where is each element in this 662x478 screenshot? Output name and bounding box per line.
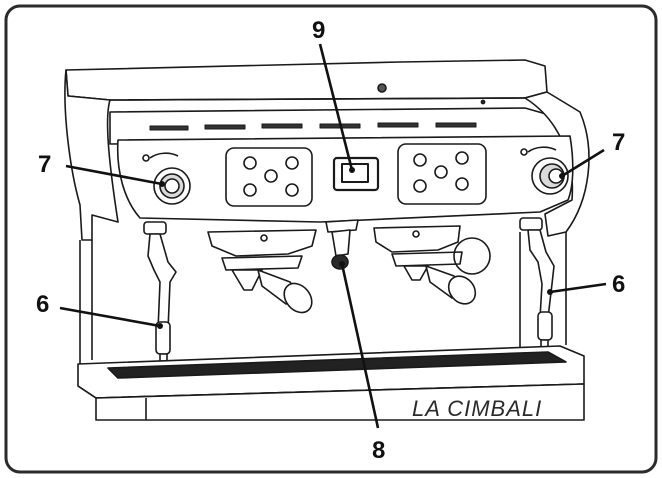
group-screw-left [260, 234, 268, 242]
gauge-ring [453, 237, 491, 275]
group-head-right [373, 225, 461, 253]
leader-arrowhead [159, 181, 165, 187]
drip-grid [107, 351, 567, 379]
leader-arrowhead [547, 289, 553, 295]
leader-arrowhead [339, 261, 345, 267]
keypad-right [413, 151, 469, 193]
callout-label-steam-wand-right: 6 [612, 271, 625, 298]
keypad-left [243, 156, 299, 197]
steam-wand-left [143, 221, 177, 371]
hot-water-nozzle [325, 219, 359, 270]
base-cabinet [95, 383, 585, 421]
keypad-button [243, 183, 257, 197]
side-panel-right [524, 91, 590, 237]
back-screw [377, 83, 387, 93]
leader-line [549, 282, 607, 294]
leader-line [340, 263, 380, 429]
steam-wand-right [519, 217, 555, 355]
steam-knob-left [142, 152, 191, 205]
callout-label-display-panel: 9 [312, 17, 325, 44]
leader-arrowheads [157, 167, 565, 329]
side-panel-left [64, 69, 119, 241]
keypad-button [413, 179, 427, 193]
keypad-button [455, 151, 469, 165]
leader-arrowhead [157, 323, 163, 329]
leader-line [59, 306, 161, 328]
leader-arrowhead [349, 167, 355, 173]
group-head-left [207, 229, 317, 257]
leader-lines [59, 43, 607, 429]
callout-label-steam-knob-left: 7 [38, 151, 51, 178]
callout-label-hot-water-nozzle: 8 [372, 437, 385, 464]
keypad-button [285, 156, 299, 170]
keypad-button [413, 153, 427, 167]
display-screen [341, 163, 369, 183]
brand-label: LA CIMBALI [412, 396, 542, 421]
leader-line [561, 148, 605, 178]
callout-label-steam-knob-right: 7 [612, 129, 625, 156]
keypad-button [434, 165, 448, 179]
leader-line [65, 164, 163, 186]
back-dot [480, 99, 486, 105]
keypad-button [285, 183, 299, 197]
callout-label-steam-wand-left: 6 [36, 291, 49, 318]
keypad-button [243, 156, 257, 170]
steam-knob-right [520, 146, 569, 195]
portafilter-right [391, 237, 491, 305]
portafilter-left [221, 255, 313, 314]
leader-arrowhead [559, 173, 565, 179]
keypad-button [264, 169, 278, 183]
machine-drawing [64, 59, 590, 421]
keypad-button [455, 177, 469, 191]
group-screw-right [412, 230, 420, 238]
leader-line [318, 43, 354, 171]
